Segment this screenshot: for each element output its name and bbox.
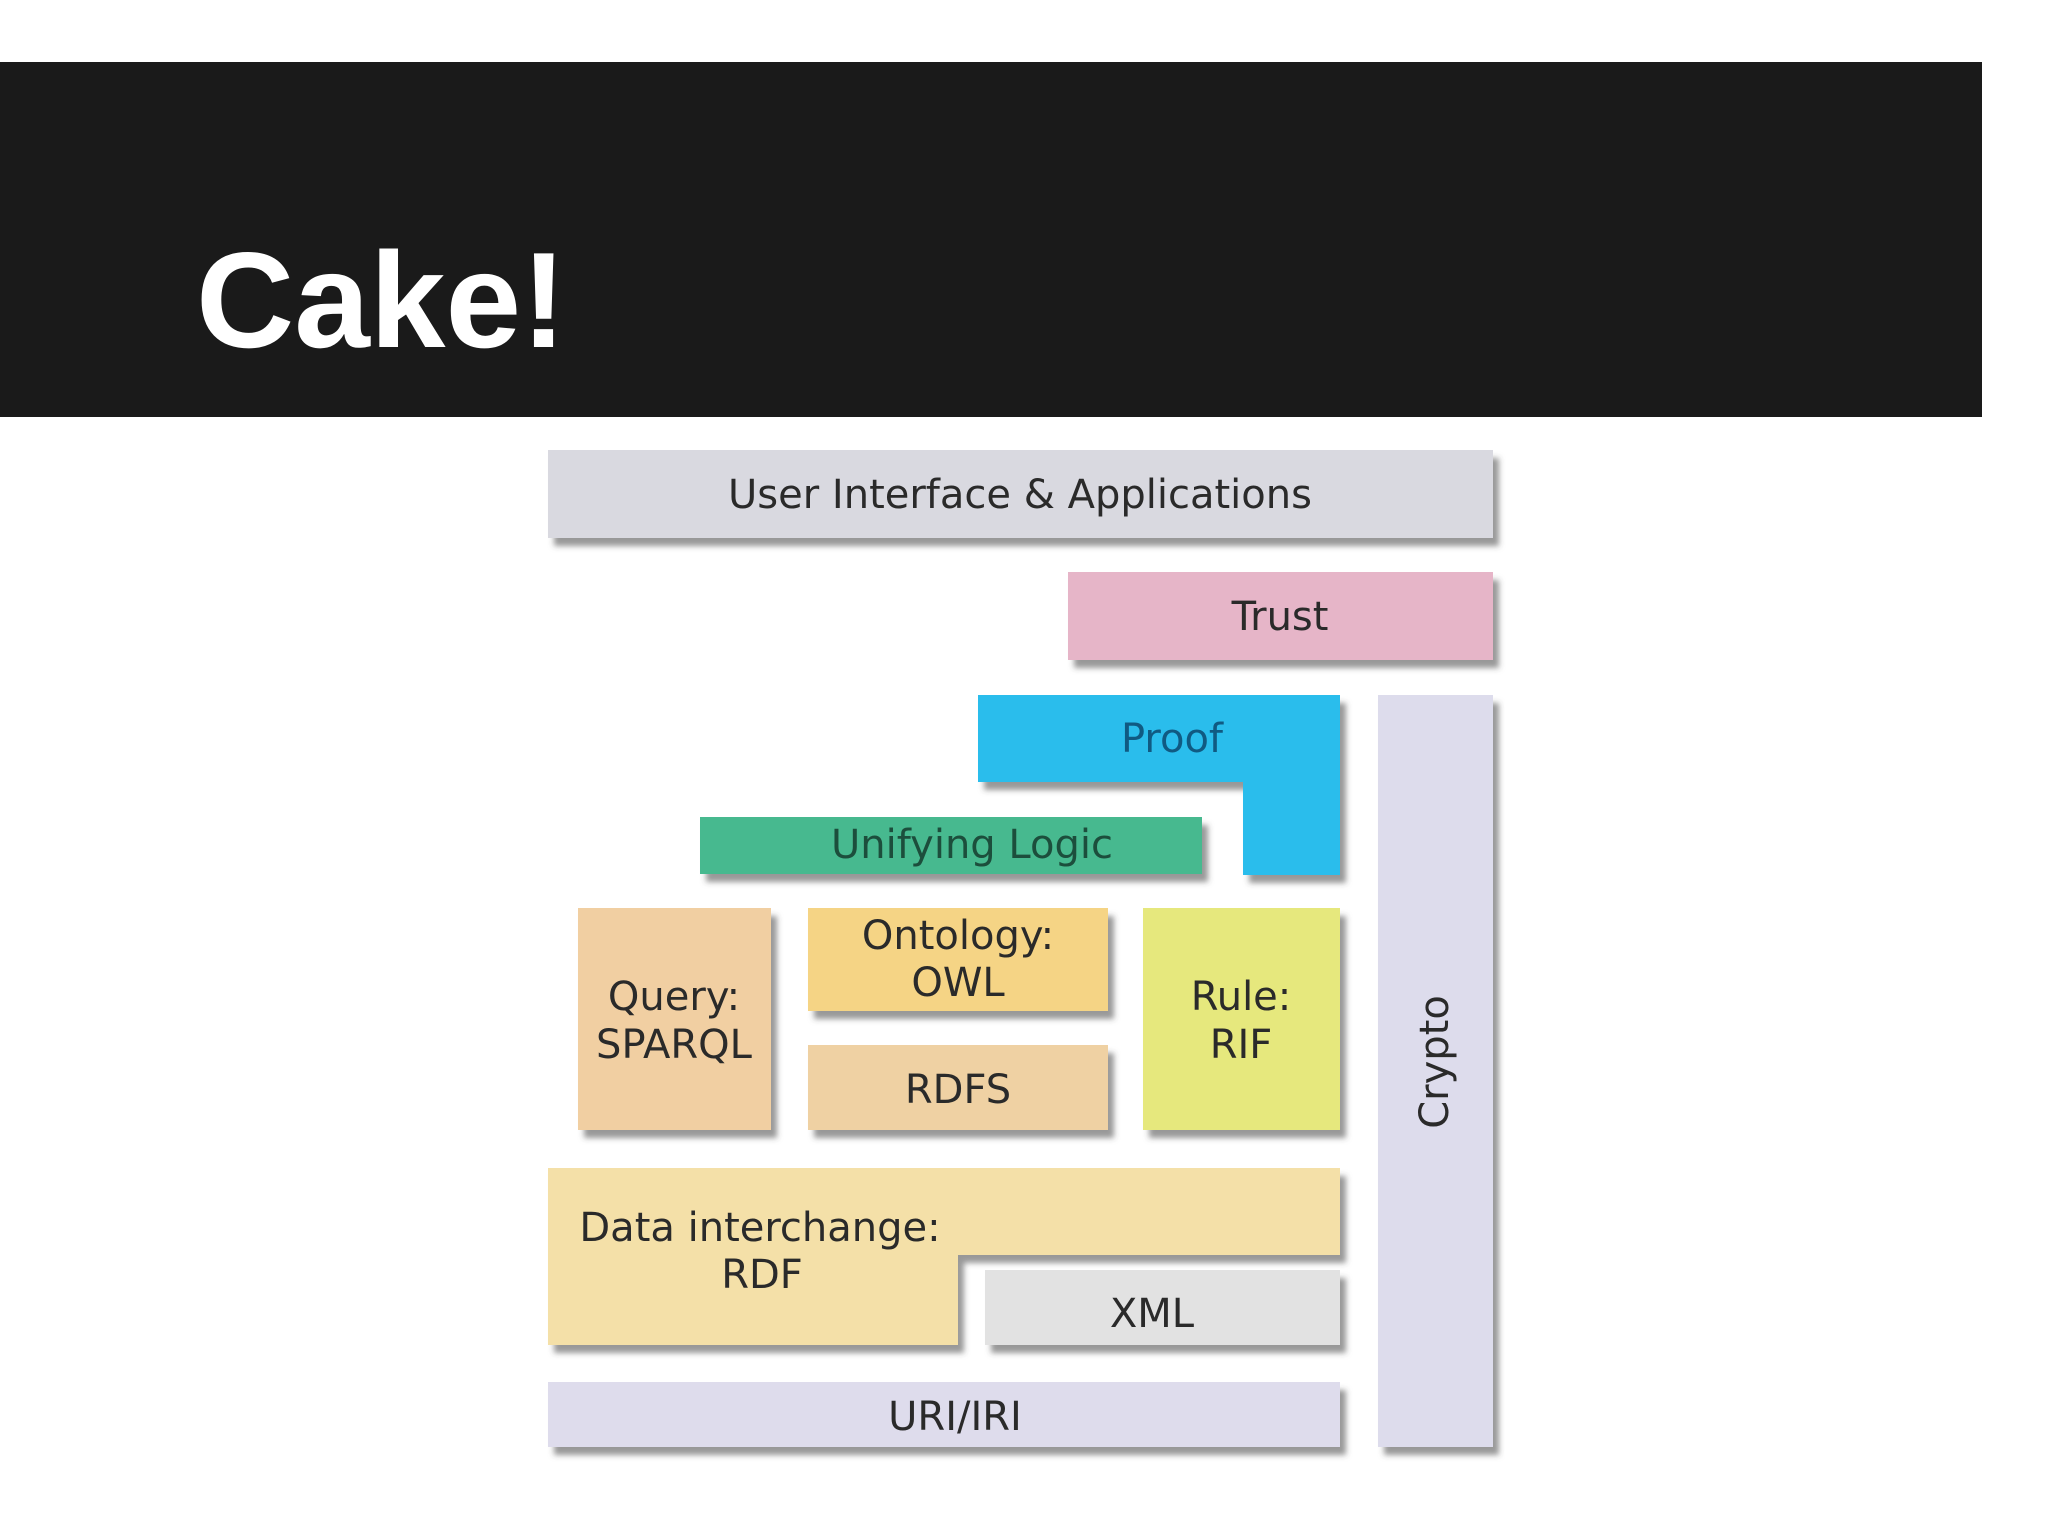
layer-rdfs-box — [808, 1045, 1108, 1130]
slide-title-bar — [0, 62, 1982, 417]
layer-rule-label-line1: Rule: — [1191, 974, 1292, 1020]
layer-proof: Proof — [978, 695, 1340, 875]
layer-crypto-box — [1378, 695, 1493, 1447]
layer-rule: Rule: RIF — [1143, 908, 1340, 1130]
layer-user-interface-box — [548, 450, 1493, 538]
layer-trust-label: Trust — [1231, 594, 1329, 640]
layer-unifying-logic-box — [700, 817, 1202, 874]
layer-unifying-logic-label: Unifying Logic — [831, 822, 1113, 868]
layer-uri: URI/IRI — [548, 1382, 1340, 1447]
layer-rdfs-label: RDFS — [905, 1067, 1011, 1113]
layer-trust-box — [1068, 572, 1493, 660]
layer-data-interchange-box — [548, 1168, 1340, 1345]
layer-rule-label-line2: RIF — [1210, 1022, 1273, 1068]
slide-title: Cake! — [196, 224, 567, 376]
layer-ontology-label-line1: Ontology: — [862, 913, 1054, 959]
layer-uri-box — [548, 1382, 1340, 1447]
layer-crypto: Crypto — [1378, 695, 1493, 1447]
layer-data-interchange: Data interchange: RDF — [548, 1168, 1340, 1345]
layer-user-interface-label: User Interface & Applications — [728, 472, 1312, 518]
layer-query-box — [578, 908, 771, 1130]
layer-query-label-line2: SPARQL — [596, 1022, 753, 1068]
layer-proof-box — [978, 695, 1340, 875]
layer-trust: Trust — [1068, 572, 1493, 660]
layer-ontology-label-line2: OWL — [911, 960, 1005, 1006]
layer-xml: XML — [985, 1270, 1340, 1345]
layer-proof-label: Proof — [1121, 716, 1224, 762]
layer-rdfs: RDFS — [808, 1045, 1108, 1130]
layer-xml-box — [985, 1270, 1340, 1345]
layer-unifying-logic: Unifying Logic — [700, 817, 1202, 874]
layer-query: Query: SPARQL — [578, 908, 771, 1130]
layer-data-interchange-label-line1: Data interchange: — [579, 1205, 940, 1251]
layer-rule-box — [1143, 908, 1340, 1130]
layer-xml-label: XML — [1110, 1291, 1195, 1337]
layer-ontology: Ontology: OWL — [808, 908, 1108, 1011]
layer-user-interface: User Interface & Applications — [548, 450, 1493, 538]
layer-ontology-box — [808, 908, 1108, 1011]
layer-crypto-label: Crypto — [1412, 995, 1458, 1129]
layer-query-label-line1: Query: — [608, 974, 740, 1020]
layer-data-interchange-label-line2: RDF — [721, 1252, 803, 1298]
layer-uri-label: URI/IRI — [888, 1394, 1022, 1440]
